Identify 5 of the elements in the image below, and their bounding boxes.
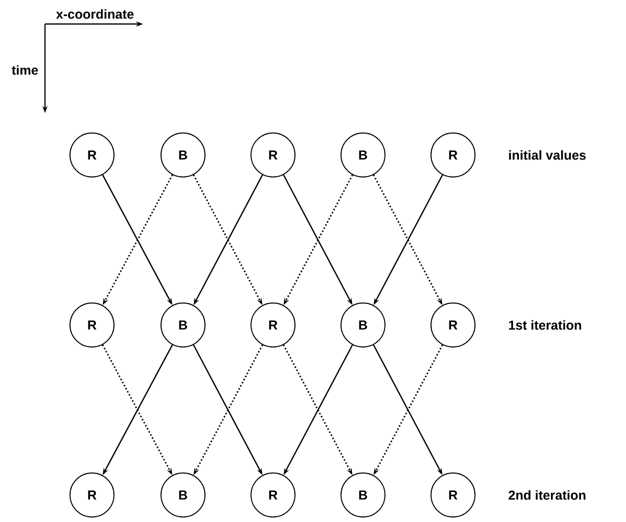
axis-label: x-coordinate <box>56 9 134 19</box>
row-label: initial values <box>509 150 586 160</box>
row-label: 2nd iteration <box>508 490 586 500</box>
axis-label: time <box>12 65 38 75</box>
row-label: 1st iteration <box>509 320 582 330</box>
